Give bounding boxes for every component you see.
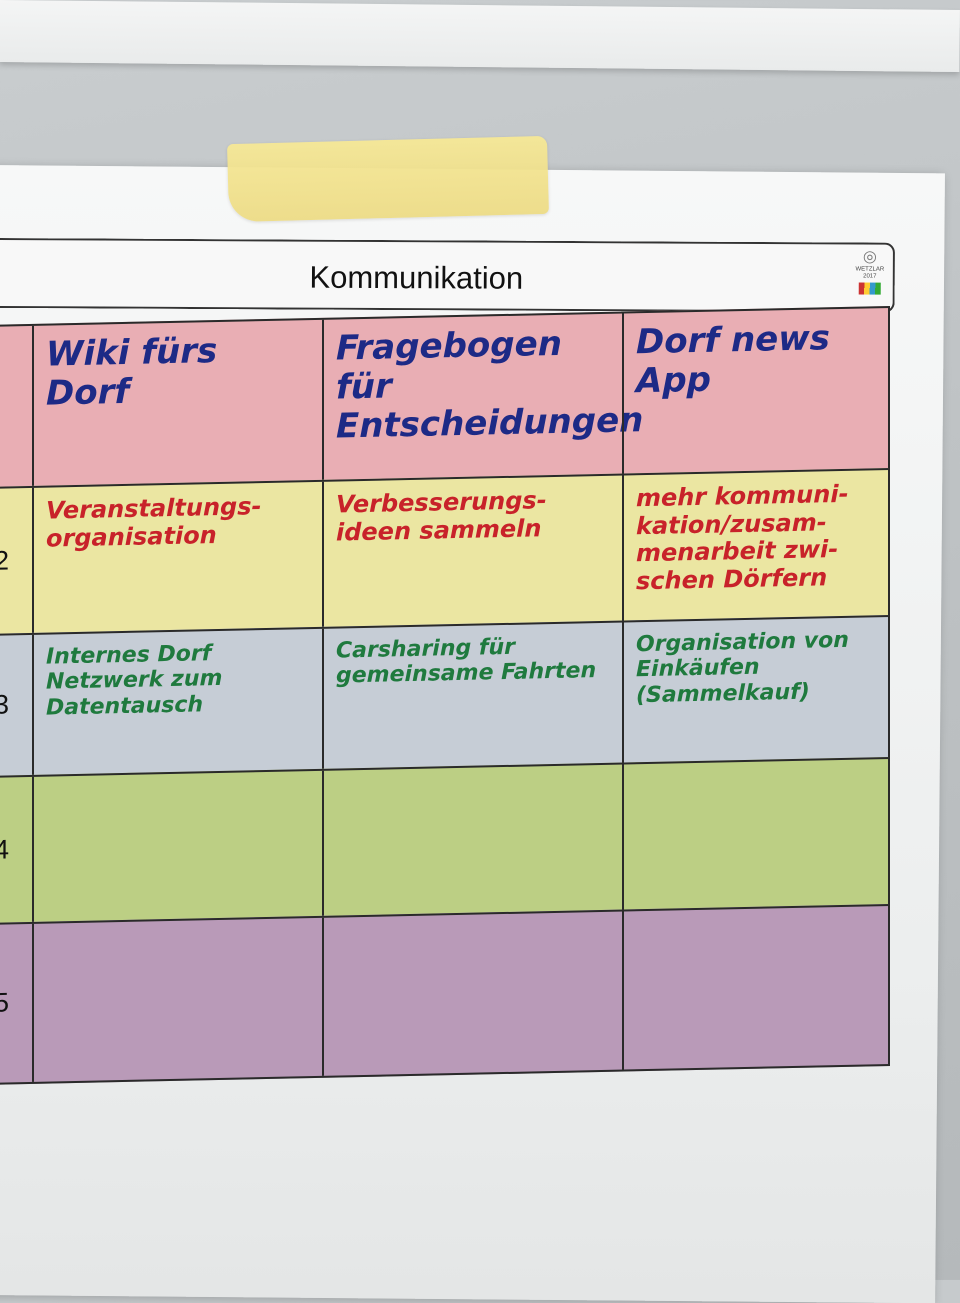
table-cell: Wiki fürs Dorf [32,319,322,486]
row-number: 4 [0,776,32,923]
table-cell [32,917,322,1082]
handwritten-note: Verbesserungs-ideen sammeln [336,486,547,547]
handwritten-note: Internes Dorf Netzwerk zum Datentausch [46,641,223,721]
table-cell: Organisation von Einkäufen (Sammelkauf) [622,616,890,763]
table-cell: mehr kommuni-kation/zusam-menarbeit zwi-… [622,469,890,621]
table-cell: Internes Dorf Netzwerk zum Datentausch [32,628,322,775]
row-number: 3 [0,634,32,776]
row-number: 2 [0,487,32,634]
idea-table: Wiki fürs Dorf Fragebogen für Entscheidu… [0,305,890,1085]
event-logo: ◎ WETZLAR 2017 [853,248,887,304]
table-cell [322,911,622,1076]
row-number [0,325,32,487]
handwritten-note: mehr kommuni-kation/zusam-menarbeit zwi-… [636,479,849,596]
logo-line-2: 2017 [863,273,877,280]
table-cell: Dorf news App [622,307,890,474]
table-row: 2 Veranstaltungs-organisation Verbesseru… [0,467,890,634]
handwritten-note: Veranstaltungs-organisation [46,492,262,553]
table-row: Wiki fürs Dorf Fragebogen für Entscheidu… [0,305,890,487]
masking-tape [227,135,549,223]
logo-flags-icon [858,282,881,295]
table-cell: Verbesserungs-ideen sammeln [322,475,622,627]
table-cell [322,764,622,916]
table-cell [622,758,890,910]
handwritten-note: Carsharing für gemeinsame Fahrten [336,634,597,689]
table-row: 5 [0,903,890,1085]
title-box: Kommunikation ◎ WETZLAR 2017 [0,238,895,313]
table-cell: Carsharing für gemeinsame Fahrten [322,622,622,769]
handwritten-note: Wiki fürs Dorf [46,331,218,414]
table-cell: Fragebogen für Entscheidungen [322,313,644,480]
logo-rings-icon: ◎ [862,248,877,266]
table-row: 4 [0,756,890,923]
handwritten-note: Dorf news App [636,318,830,402]
poster-title: Kommunikation [309,259,524,296]
table-cell: Veranstaltungs-organisation [32,481,322,633]
top-paper-sheet [0,0,960,73]
handwritten-note: Organisation von Einkäufen (Sammelkauf) [636,627,849,708]
handwritten-note: Fragebogen für Entscheidungen [336,323,644,447]
row-number: 5 [0,923,32,1083]
table-cell [32,770,322,922]
table-cell [622,905,890,1070]
table-row: 3 Internes Dorf Netzwerk zum Datentausch… [0,614,890,776]
